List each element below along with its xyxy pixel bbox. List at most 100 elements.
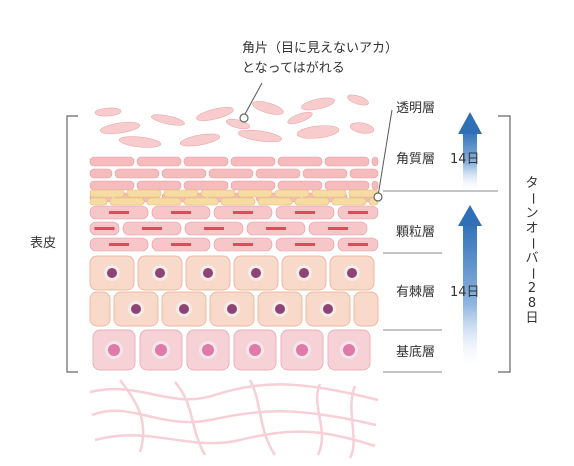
granular-core — [94, 227, 115, 230]
corneum-cell — [230, 156, 276, 167]
spinous-nucleus — [179, 304, 189, 314]
basal-nucleus — [343, 344, 355, 356]
lucidum-cell — [294, 197, 330, 206]
granular-core — [142, 227, 162, 230]
dermis-fiber — [348, 385, 357, 459]
lucidum-cell — [89, 197, 108, 206]
dermis-fiber — [94, 430, 376, 448]
granular-core — [171, 211, 191, 214]
corneum-cell — [255, 168, 301, 179]
flake — [226, 118, 250, 130]
lucidum-cell — [257, 197, 293, 206]
stratum-spinosum-cells — [89, 255, 379, 327]
spinous-nucleus — [251, 268, 261, 278]
granular-core — [171, 243, 191, 246]
corneum-cell — [277, 180, 323, 191]
corneum-cell — [136, 180, 182, 191]
flake — [252, 101, 284, 115]
shedding-flakes — [94, 94, 375, 148]
corneum-cell — [208, 168, 254, 179]
dermis-fiber — [118, 379, 145, 453]
spinous-cell — [353, 291, 379, 327]
flake — [237, 129, 283, 143]
basal-nucleus — [155, 344, 167, 356]
corneum-cell — [324, 180, 370, 191]
stratum-granulosum-cells — [89, 205, 379, 252]
corneum-cell — [89, 168, 113, 179]
corneum-cell — [371, 156, 379, 167]
layer-dividers — [383, 190, 498, 373]
flake — [349, 122, 375, 134]
granular-core — [233, 211, 253, 214]
stratum-granulosum-label: 顆粒層 — [396, 225, 436, 240]
flake — [296, 125, 340, 139]
dermis-fiber — [315, 383, 324, 456]
lucidum-cell — [163, 189, 199, 198]
corneum-cell — [371, 180, 379, 191]
lucidum-cell — [200, 189, 236, 198]
granular-core — [109, 211, 129, 214]
flake-callout-dot — [239, 113, 249, 123]
granular-core — [233, 243, 253, 246]
spinous-nucleus — [299, 268, 309, 278]
lucidum-cell — [126, 189, 162, 198]
corneum-cell — [349, 168, 379, 179]
stratum-lucidum-cells — [89, 189, 379, 206]
corneum-cell — [89, 180, 135, 191]
lucidum-callout-line — [377, 109, 393, 197]
stratum-basale-label: 基底層 — [396, 345, 436, 360]
granular-core — [295, 211, 315, 214]
corneum-cell — [183, 156, 229, 167]
dermis-fiber — [248, 379, 277, 456]
basal-nucleus — [202, 344, 214, 356]
flake — [347, 94, 369, 106]
flake-caption-line1: 角片（目に見えないアカ） — [242, 41, 399, 56]
epidermis-bracket — [66, 115, 78, 373]
flake — [118, 136, 162, 148]
upper-duration-label: 14日 — [450, 152, 480, 167]
spinous-nucleus — [275, 304, 285, 314]
spinous-nucleus — [323, 304, 333, 314]
spinous-nucleus — [131, 304, 141, 314]
lucidum-callout-dot — [373, 192, 383, 202]
corneum-cell — [183, 180, 229, 191]
lucidum-cell — [89, 189, 125, 198]
spinous-nucleus — [227, 304, 237, 314]
flake — [301, 97, 335, 111]
corneum-cell — [302, 168, 348, 179]
corneum-cell — [136, 156, 182, 167]
basal-nucleus — [296, 344, 308, 356]
granular-core — [328, 227, 348, 230]
granular-core — [348, 243, 368, 246]
corneum-cell — [161, 168, 207, 179]
lucidum-cell — [183, 197, 219, 206]
turnover-bracket — [498, 115, 511, 373]
basal-nucleus — [249, 344, 261, 356]
flake — [179, 133, 221, 147]
granular-core — [295, 243, 315, 246]
flake — [99, 122, 141, 134]
lucidum-cell — [311, 189, 347, 198]
granular-core — [109, 243, 129, 246]
corneum-cell — [277, 156, 323, 167]
flake — [94, 107, 122, 117]
lucidum-cell — [237, 189, 273, 198]
spinous-cell — [89, 291, 111, 327]
corneum-cell — [89, 156, 135, 167]
dermis-fiber — [91, 409, 377, 427]
spinous-nucleus — [203, 268, 213, 278]
corneum-cell — [114, 168, 160, 179]
lucidum-cell — [331, 197, 367, 206]
lucidum-cell — [146, 197, 182, 206]
flake-caption-line2: となってはがれる — [242, 61, 345, 76]
flake-callout-line — [243, 82, 263, 117]
stratum-basale-cells — [92, 329, 371, 371]
granular-core — [348, 211, 368, 214]
dermis-fiber — [174, 381, 207, 456]
dermis-fibers — [89, 379, 379, 459]
flake — [151, 114, 185, 126]
granular-core — [204, 227, 224, 230]
flake — [196, 107, 234, 121]
